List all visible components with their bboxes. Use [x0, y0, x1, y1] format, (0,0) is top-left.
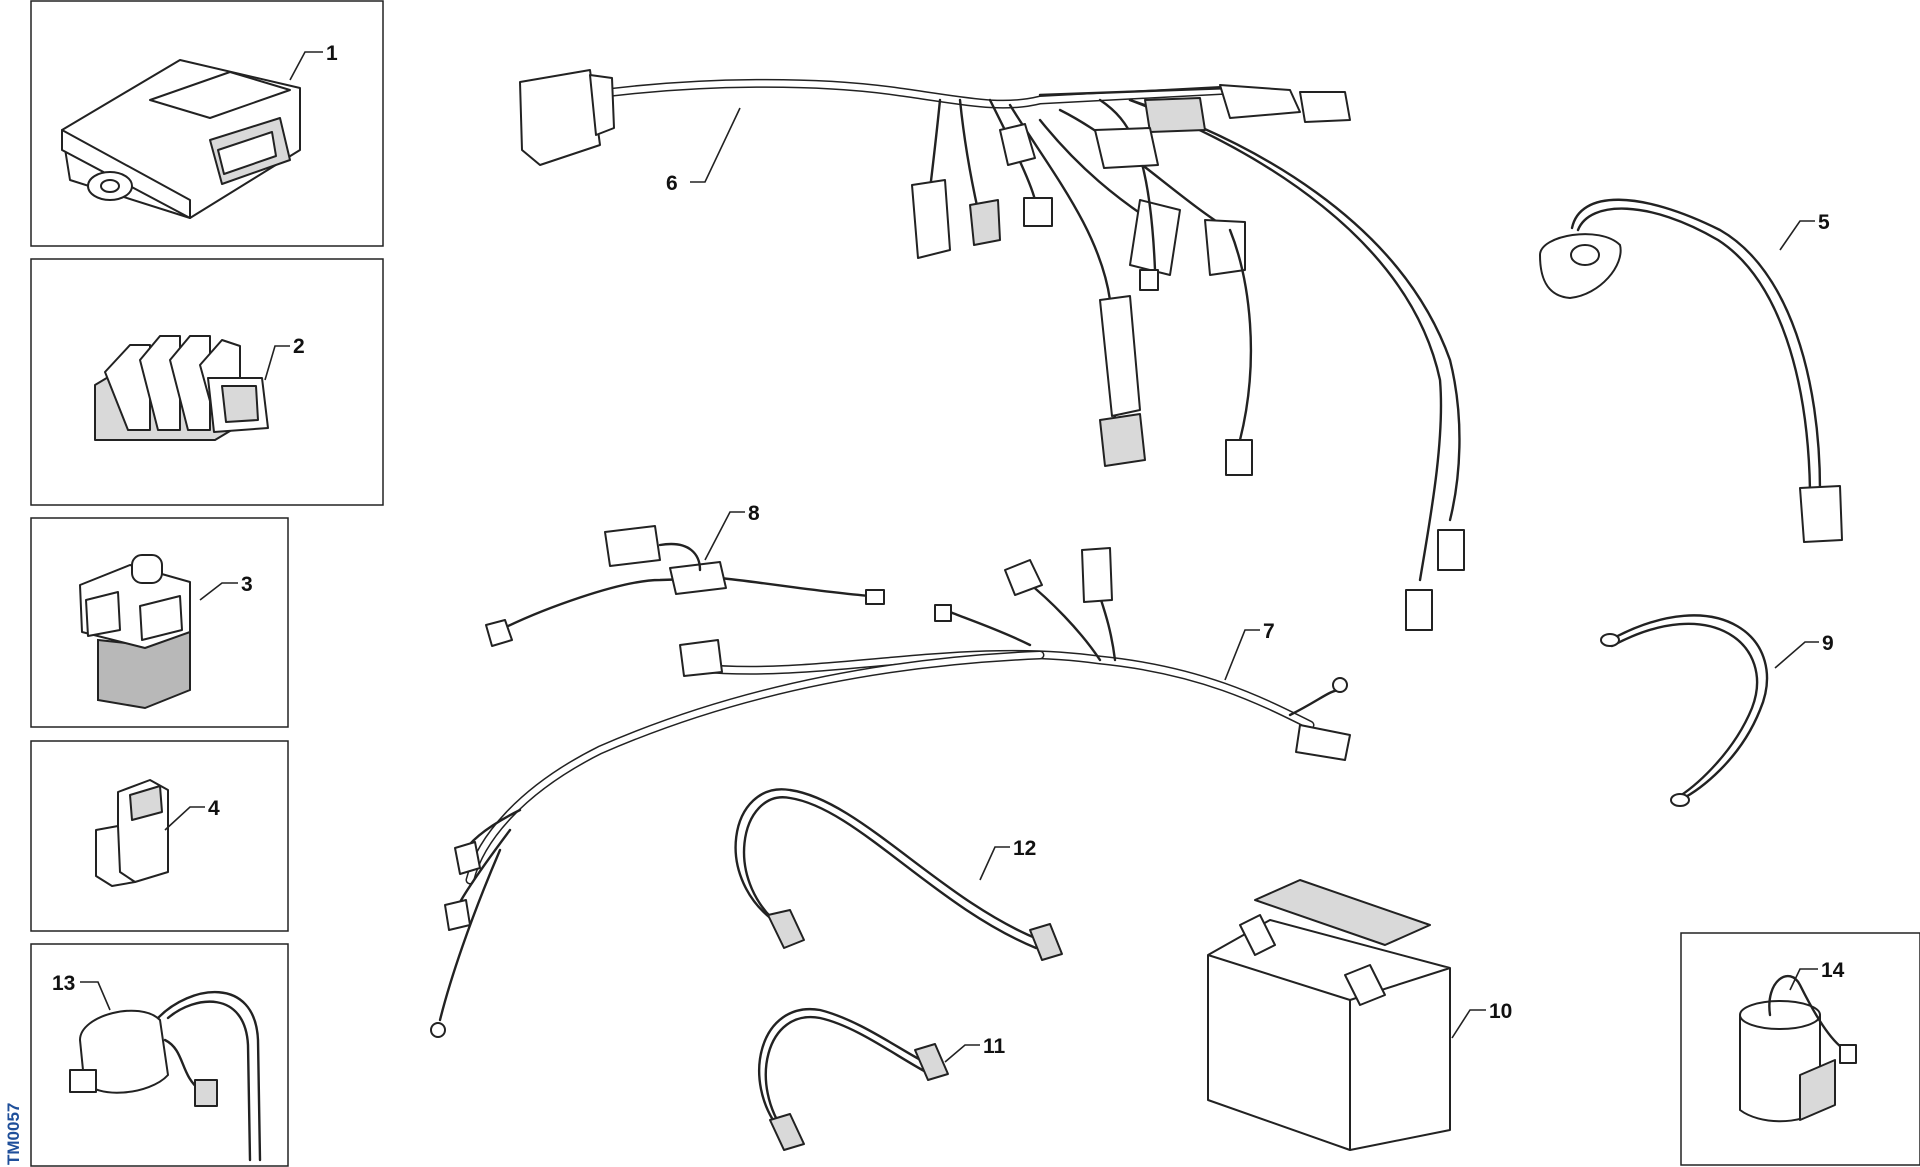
part-main-wiring-harness: [519, 69, 1465, 631]
callout-6: 6: [666, 172, 678, 195]
part-fuse-holder-lead: [485, 525, 885, 647]
callout-11: 11: [983, 1035, 1006, 1058]
part-voltage-regulator: [30, 258, 384, 506]
callout-3: 3: [241, 573, 253, 596]
callout-10: 10: [1489, 1000, 1512, 1023]
callout-13: 13: [52, 972, 75, 995]
part-secondary-harness: [430, 547, 1351, 1038]
leader-lines: [80, 51, 1819, 1063]
part-ignition-coil: [30, 943, 289, 1167]
callout-8: 8: [748, 502, 760, 525]
part-battery-lead-12: [734, 788, 1063, 961]
part-sensor-lead: [1539, 198, 1843, 543]
part-battery-lead-11: [758, 1007, 949, 1151]
callout-5: 5: [1818, 211, 1830, 234]
callout-2: 2: [293, 335, 305, 358]
part-starter-relay: [30, 517, 289, 728]
callout-1: 1: [326, 42, 338, 65]
part-battery: [1207, 879, 1451, 1151]
callout-9: 9: [1822, 632, 1834, 655]
part-ecu: [30, 0, 384, 247]
callout-14: 14: [1821, 959, 1845, 982]
part-earth-lead: [1600, 614, 1769, 807]
callout-12: 12: [1013, 837, 1036, 860]
drawing-code: TM0057: [4, 1103, 23, 1165]
part-sensor-14: [1680, 932, 1920, 1166]
callout-4: 4: [208, 797, 220, 820]
part-connector-4: [30, 740, 289, 932]
callout-7: 7: [1263, 620, 1275, 643]
